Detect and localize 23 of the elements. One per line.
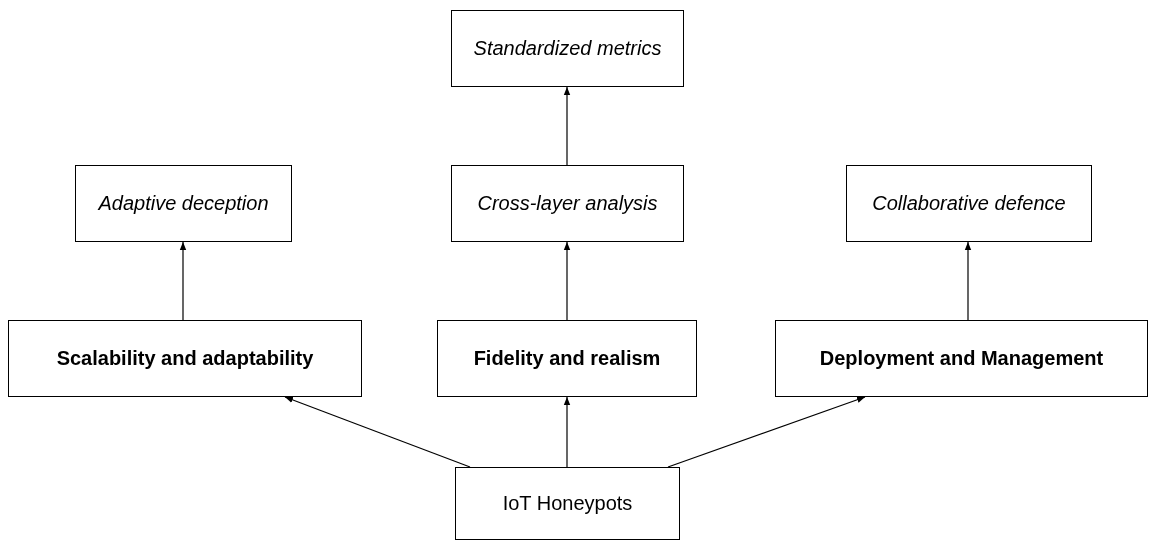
process-box	[775, 320, 1148, 397]
box-label: Collaborative defence	[872, 192, 1066, 215]
arrow	[964, 241, 972, 321]
arrow	[667, 396, 866, 468]
box-label: Scalability and adaptability	[56, 347, 314, 370]
process-box	[451, 10, 684, 87]
process-box	[8, 320, 362, 397]
process-box	[75, 165, 292, 242]
arrow	[563, 86, 571, 166]
process-box	[451, 165, 684, 242]
process-box	[437, 320, 697, 397]
process-box	[455, 467, 680, 540]
box-label: Deployment and Management	[819, 347, 1104, 370]
box-label: Fidelity and realism	[473, 347, 661, 370]
arrow	[563, 241, 571, 321]
box-label: Adaptive deception	[98, 192, 269, 215]
arrow	[563, 396, 571, 468]
box-label: Standardized metrics	[473, 37, 662, 60]
box-label: IoT Honeypots	[502, 492, 633, 515]
box-label: Cross-layer analysis	[477, 192, 658, 215]
process-box	[846, 165, 1092, 242]
arrow	[284, 396, 471, 468]
arrow	[179, 241, 187, 321]
